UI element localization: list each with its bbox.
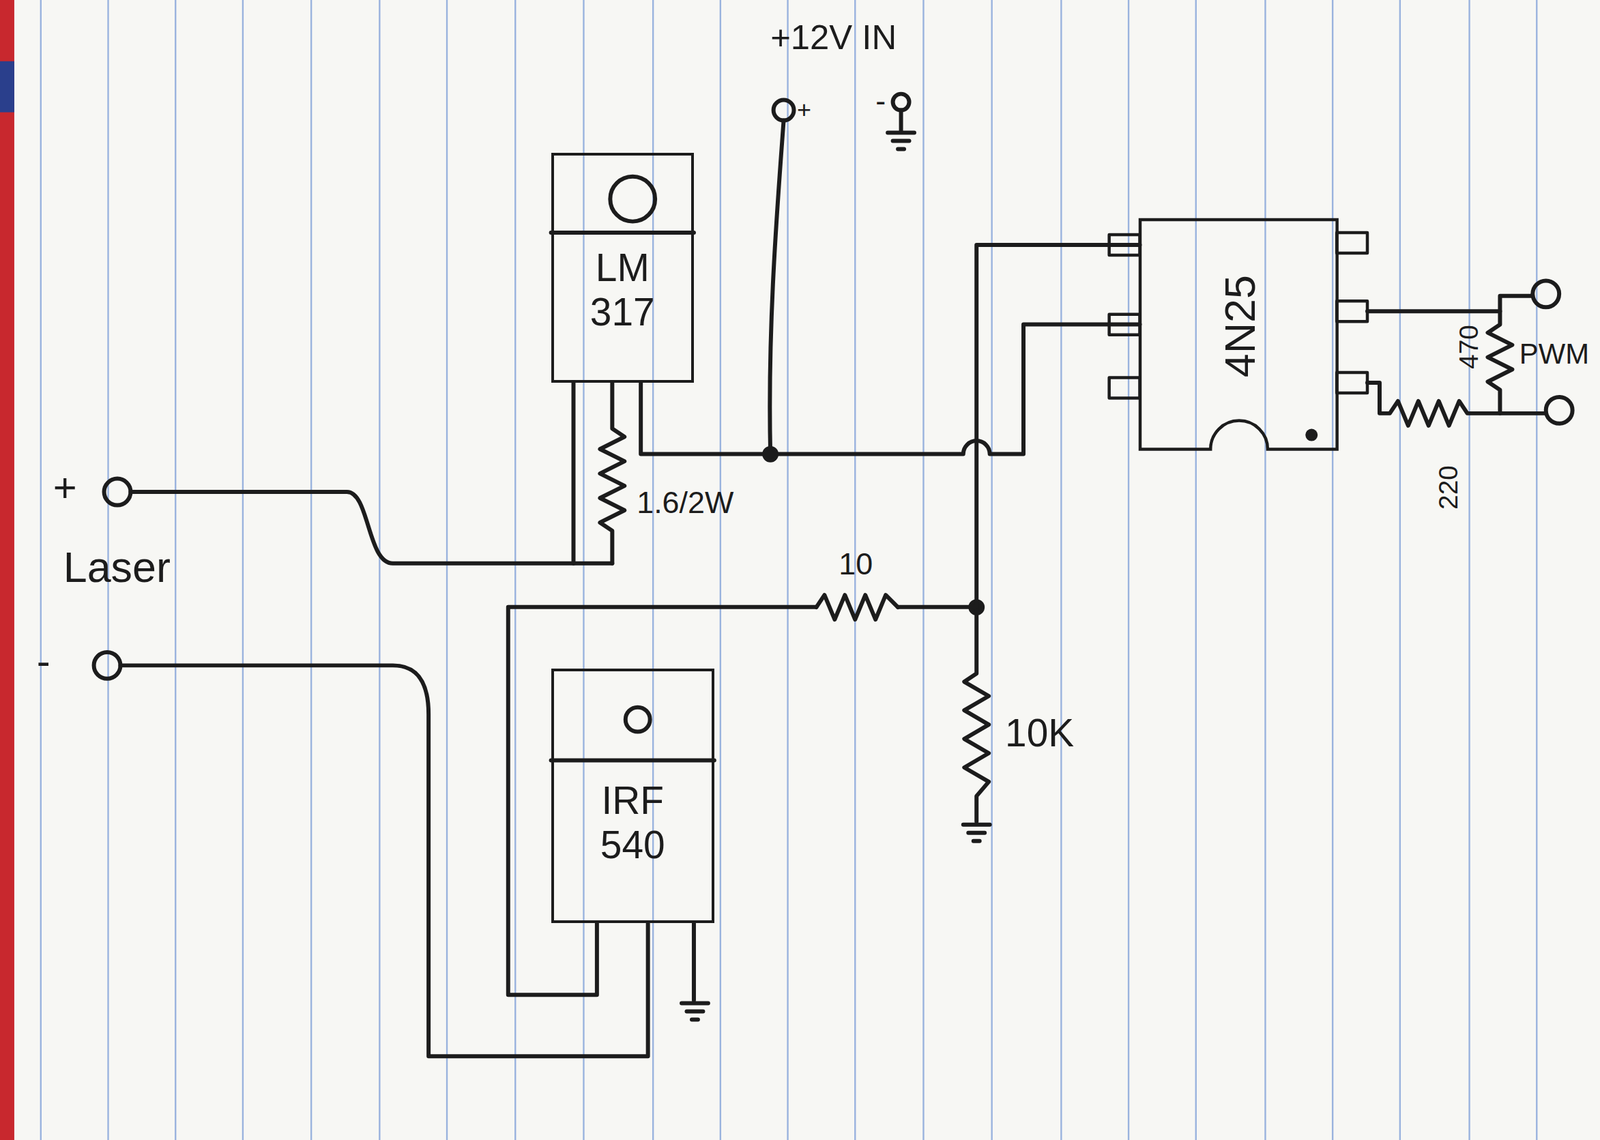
terminal bbox=[893, 94, 910, 111]
terminal bbox=[94, 652, 121, 679]
wire bbox=[573, 382, 613, 564]
optocoupler-package: 4N25 bbox=[1140, 219, 1338, 449]
component-value: 1.6/2W bbox=[636, 487, 734, 519]
terminal bbox=[104, 478, 132, 506]
part-number: IRF 540 bbox=[581, 778, 684, 868]
part-number: 4N25 bbox=[1215, 274, 1265, 378]
wire bbox=[130, 491, 574, 564]
polarity-mark: - bbox=[36, 640, 51, 682]
terminal-label: Laser bbox=[63, 545, 171, 589]
component-value: 470 bbox=[1456, 324, 1483, 370]
part-number: LM 317 bbox=[576, 245, 669, 336]
regulator-package: LM 317 bbox=[551, 152, 694, 383]
resistor-symbol bbox=[1487, 311, 1512, 414]
component-value: 10 bbox=[838, 549, 873, 580]
wire bbox=[120, 665, 648, 1057]
resistor-symbol bbox=[816, 594, 898, 620]
ruled-lines bbox=[40, 0, 1537, 1140]
package-tab bbox=[551, 758, 715, 763]
wire bbox=[1367, 296, 1533, 312]
component-value: 220 bbox=[1435, 465, 1463, 510]
wire-connector bbox=[640, 324, 1140, 455]
resistor-symbol bbox=[1367, 382, 1547, 426]
ground-symbol bbox=[963, 824, 991, 842]
supply-label: +12V IN bbox=[770, 20, 897, 56]
resistor-symbol bbox=[599, 382, 625, 564]
component-value: 10K bbox=[1005, 714, 1074, 754]
wire bbox=[769, 120, 784, 455]
polarity-mark: + bbox=[53, 467, 78, 509]
resistor-symbol bbox=[964, 607, 989, 822]
terminal bbox=[1546, 397, 1573, 424]
terminal bbox=[773, 100, 795, 121]
paper-edge bbox=[0, 61, 15, 113]
wiring bbox=[94, 94, 1573, 1057]
wire-connector bbox=[508, 244, 1141, 995]
ground-symbol bbox=[681, 923, 709, 1021]
polarity-mark: - bbox=[875, 85, 886, 117]
signal-name: PWM bbox=[1519, 339, 1590, 369]
paper-edge bbox=[0, 0, 15, 1140]
mosfet-package: IRF 540 bbox=[551, 668, 715, 924]
terminal bbox=[1532, 280, 1560, 308]
polarity-mark: + bbox=[796, 98, 812, 123]
package-hole bbox=[609, 176, 656, 222]
pin-stubs bbox=[1109, 232, 1368, 398]
package-tab bbox=[551, 230, 694, 235]
package-hole bbox=[625, 707, 651, 733]
ground-symbol bbox=[887, 110, 915, 150]
